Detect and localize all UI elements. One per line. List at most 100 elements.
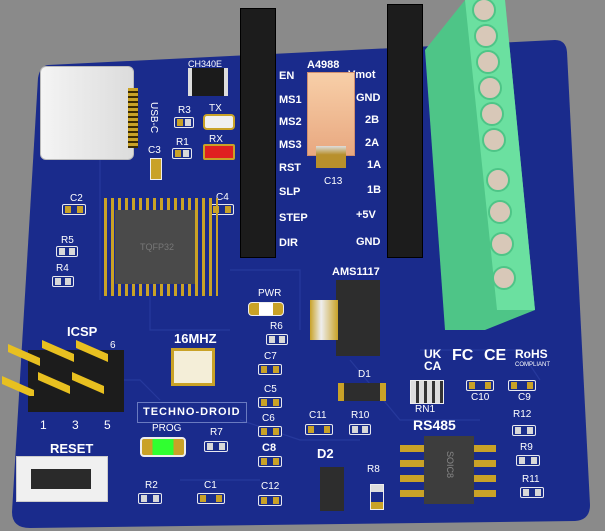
fc-mark: FC (452, 347, 474, 364)
r8-label: R8 (367, 464, 380, 475)
mcu-package-label: TQFP32 (140, 242, 175, 252)
d2-diode (320, 467, 344, 511)
icsp-label: ICSP (67, 324, 98, 339)
c10-capacitor (466, 380, 494, 391)
r3-label: R3 (178, 105, 191, 116)
r7-resistor (204, 441, 228, 452)
c12-capacitor (258, 495, 282, 506)
c7-capacitor (258, 364, 282, 375)
r5-label: R5 (61, 235, 74, 246)
tx-label: TX (209, 103, 222, 114)
c6-capacitor (258, 426, 282, 437)
pin-label-ms2: MS2 (279, 116, 302, 128)
c8-capacitor (258, 456, 282, 467)
d1-diode (338, 383, 386, 401)
c13-base (316, 146, 346, 168)
ams1117-label: AMS1117 (332, 266, 380, 278)
r8-resistor (370, 484, 384, 510)
ams1117-chip (336, 280, 380, 356)
pin-label-1a: 1A (367, 159, 382, 171)
r6-resistor (266, 334, 288, 345)
rs485-chip (424, 436, 474, 504)
r1-label: R1 (176, 137, 189, 148)
r2-resistor (138, 493, 162, 504)
c11-capacitor (305, 424, 333, 435)
c13-capacitor (307, 72, 355, 156)
c5-label: C5 (264, 384, 277, 395)
r12-label: R12 (513, 409, 532, 420)
prog-led (140, 437, 186, 457)
pin-label-en: EN (279, 70, 295, 82)
c2-capacitor (62, 204, 86, 215)
ukca-mark: UK CA (424, 347, 442, 373)
usb-c-connector[interactable] (40, 66, 134, 160)
r1-resistor (172, 148, 192, 159)
c12-label: C12 (261, 481, 280, 492)
brand-label: TECHNO-DROID (137, 402, 247, 423)
ch340e-chip (188, 68, 228, 96)
c7-label: C7 (264, 351, 277, 362)
icsp-pin-3-label: 3 (72, 418, 79, 432)
icsp-pin-6-label: 6 (110, 340, 116, 351)
r9-resistor (516, 455, 540, 466)
r11-resistor (520, 487, 544, 498)
pin-label-1b: 1B (367, 184, 382, 196)
r7-label: R7 (210, 427, 223, 438)
pin-label-step: STEP (279, 212, 308, 224)
c9-capacitor (508, 380, 536, 391)
c3-label: C3 (148, 145, 161, 156)
c8-label: C8 (262, 442, 277, 454)
c5-capacitor (258, 397, 282, 408)
usb-c-label: USB-C (148, 102, 159, 134)
mcu-chip (115, 210, 195, 284)
r3-resistor (174, 117, 194, 128)
c9-label: C9 (518, 392, 531, 403)
pwr-label: PWR (258, 288, 282, 299)
c11-label: C11 (309, 410, 327, 421)
crystal (171, 348, 215, 386)
r4-resistor (52, 276, 74, 287)
ams1117-tab (310, 300, 338, 340)
rx-label: RX (209, 134, 223, 145)
rn1-label: RN1 (415, 404, 436, 415)
icsp-pin-1-label: 1 (40, 418, 47, 432)
pin-label-slp: SLP (279, 186, 301, 198)
r11-label: R11 (522, 474, 540, 485)
reset-button[interactable] (16, 456, 108, 502)
icsp-pins (2, 340, 108, 396)
ce-mark: CE (484, 347, 507, 364)
r12-resistor (512, 425, 536, 436)
pin-label-2a: 2A (365, 137, 380, 149)
rn1-resistor-network (410, 380, 444, 404)
reset-button-plunger[interactable] (31, 469, 91, 489)
d2-label: D2 (317, 446, 334, 461)
pin-label-ms3: MS3 (279, 139, 302, 151)
rs485-label: RS485 (413, 417, 456, 433)
c3-capacitor (150, 158, 162, 180)
a4988-label: A4988 (307, 59, 340, 71)
usb-c-pins (128, 88, 138, 148)
rx-led (203, 144, 235, 160)
a4988-right-header[interactable] (387, 4, 423, 258)
r5-resistor (56, 246, 78, 257)
pwr-led (248, 302, 284, 316)
pin-label-ms1: MS1 (279, 94, 302, 106)
c6-label: C6 (262, 413, 275, 424)
r6-label: R6 (270, 321, 283, 332)
rohs-compliant-label: COMPLIANT (515, 362, 551, 368)
c1-label: C1 (204, 480, 217, 491)
a4988-left-header[interactable] (240, 8, 276, 258)
pin-label-rst: RST (279, 162, 301, 174)
ch340e-label: CH340E (188, 59, 223, 69)
r10-label: R10 (351, 410, 370, 421)
c10-label: C10 (471, 392, 490, 403)
pin-label-5v: +5V (356, 209, 376, 221)
r2-label: R2 (145, 480, 158, 491)
pin-label-vmot: Vmot (348, 69, 376, 81)
terminal-screws (470, 0, 520, 300)
icsp-pin-5-label: 5 (104, 418, 111, 432)
r10-resistor (349, 424, 371, 435)
crystal-label: 16MHZ (174, 331, 217, 346)
c1-capacitor (197, 493, 225, 504)
